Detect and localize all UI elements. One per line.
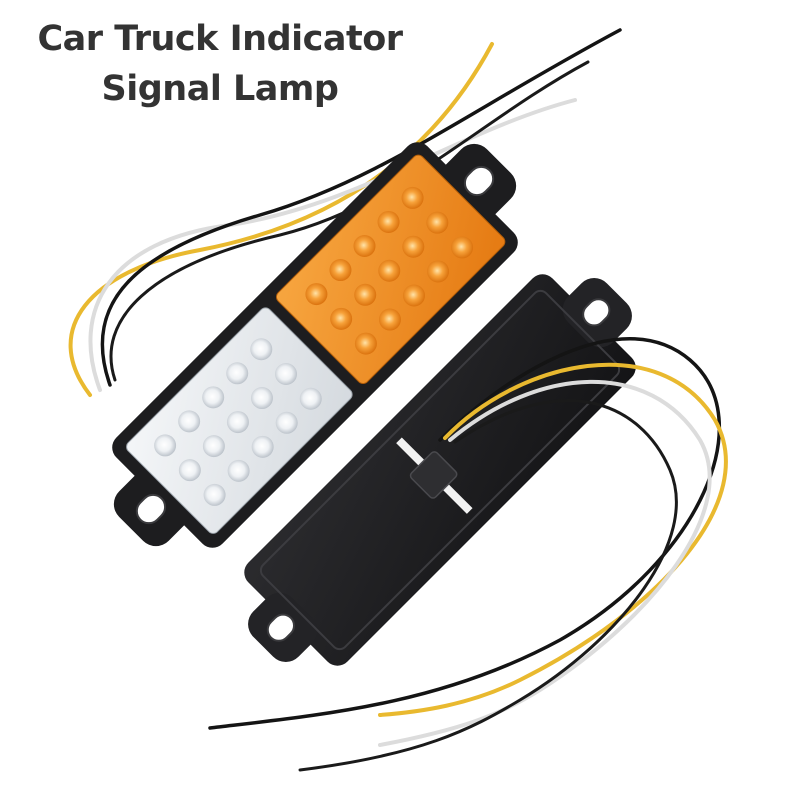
product-title: Car Truck Indicator Signal Lamp	[20, 14, 420, 114]
wire-white	[88, 98, 577, 392]
back-lamp-wires	[208, 337, 728, 772]
wire-yellow	[68, 42, 494, 397]
clear-led-grid	[154, 338, 322, 506]
wire-black-2	[109, 60, 590, 382]
mount-hole-icon	[463, 165, 495, 197]
mount-hole-icon	[582, 298, 611, 327]
mount-hole-icon	[266, 613, 296, 642]
wire-black	[100, 28, 622, 387]
wire-yellow	[378, 362, 728, 717]
title-line-2: Signal Lamp	[101, 69, 339, 109]
front-lamp-wires	[68, 28, 622, 397]
title-line-1: Car Truck Indicator	[37, 19, 403, 59]
wire-black	[208, 337, 722, 730]
mount-hole-icon	[135, 493, 167, 525]
amber-led-grid	[305, 186, 474, 355]
wire-grommet	[409, 451, 458, 499]
back-lamp	[244, 274, 636, 666]
front-lamp	[112, 142, 518, 548]
wire-black-2	[298, 399, 678, 772]
